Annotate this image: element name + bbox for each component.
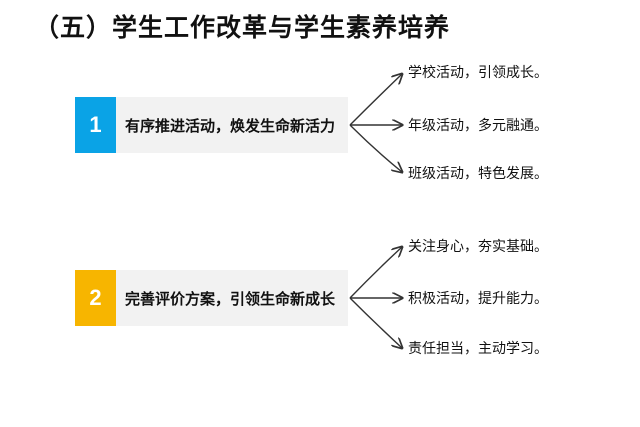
branch-1-3: 班级活动，特色发展。 <box>408 166 548 182</box>
arrow-2-1 <box>349 247 402 299</box>
arrow-1-3 <box>349 124 402 172</box>
number-badge-2: 2 <box>75 270 116 326</box>
number-badge-1: 1 <box>75 97 116 153</box>
page-title: （五）学生工作改革与学生素养培养 <box>34 13 451 42</box>
branch-2-1: 关注身心，夯实基础。 <box>408 239 548 255</box>
group-label-2: 完善评价方案，引领生命新成长 <box>116 270 348 326</box>
arrow-2-3 <box>349 297 402 348</box>
branch-1-2: 年级活动，多元融通。 <box>408 118 548 134</box>
branch-2-3: 责任担当，主动学习。 <box>408 341 548 357</box>
group-label-1: 有序推进活动，焕发生命新活力 <box>116 97 348 153</box>
branch-2-2: 积极活动，提升能力。 <box>408 291 548 307</box>
branch-1-1: 学校活动，引领成长。 <box>408 65 548 81</box>
arrow-1-1 <box>349 74 402 126</box>
